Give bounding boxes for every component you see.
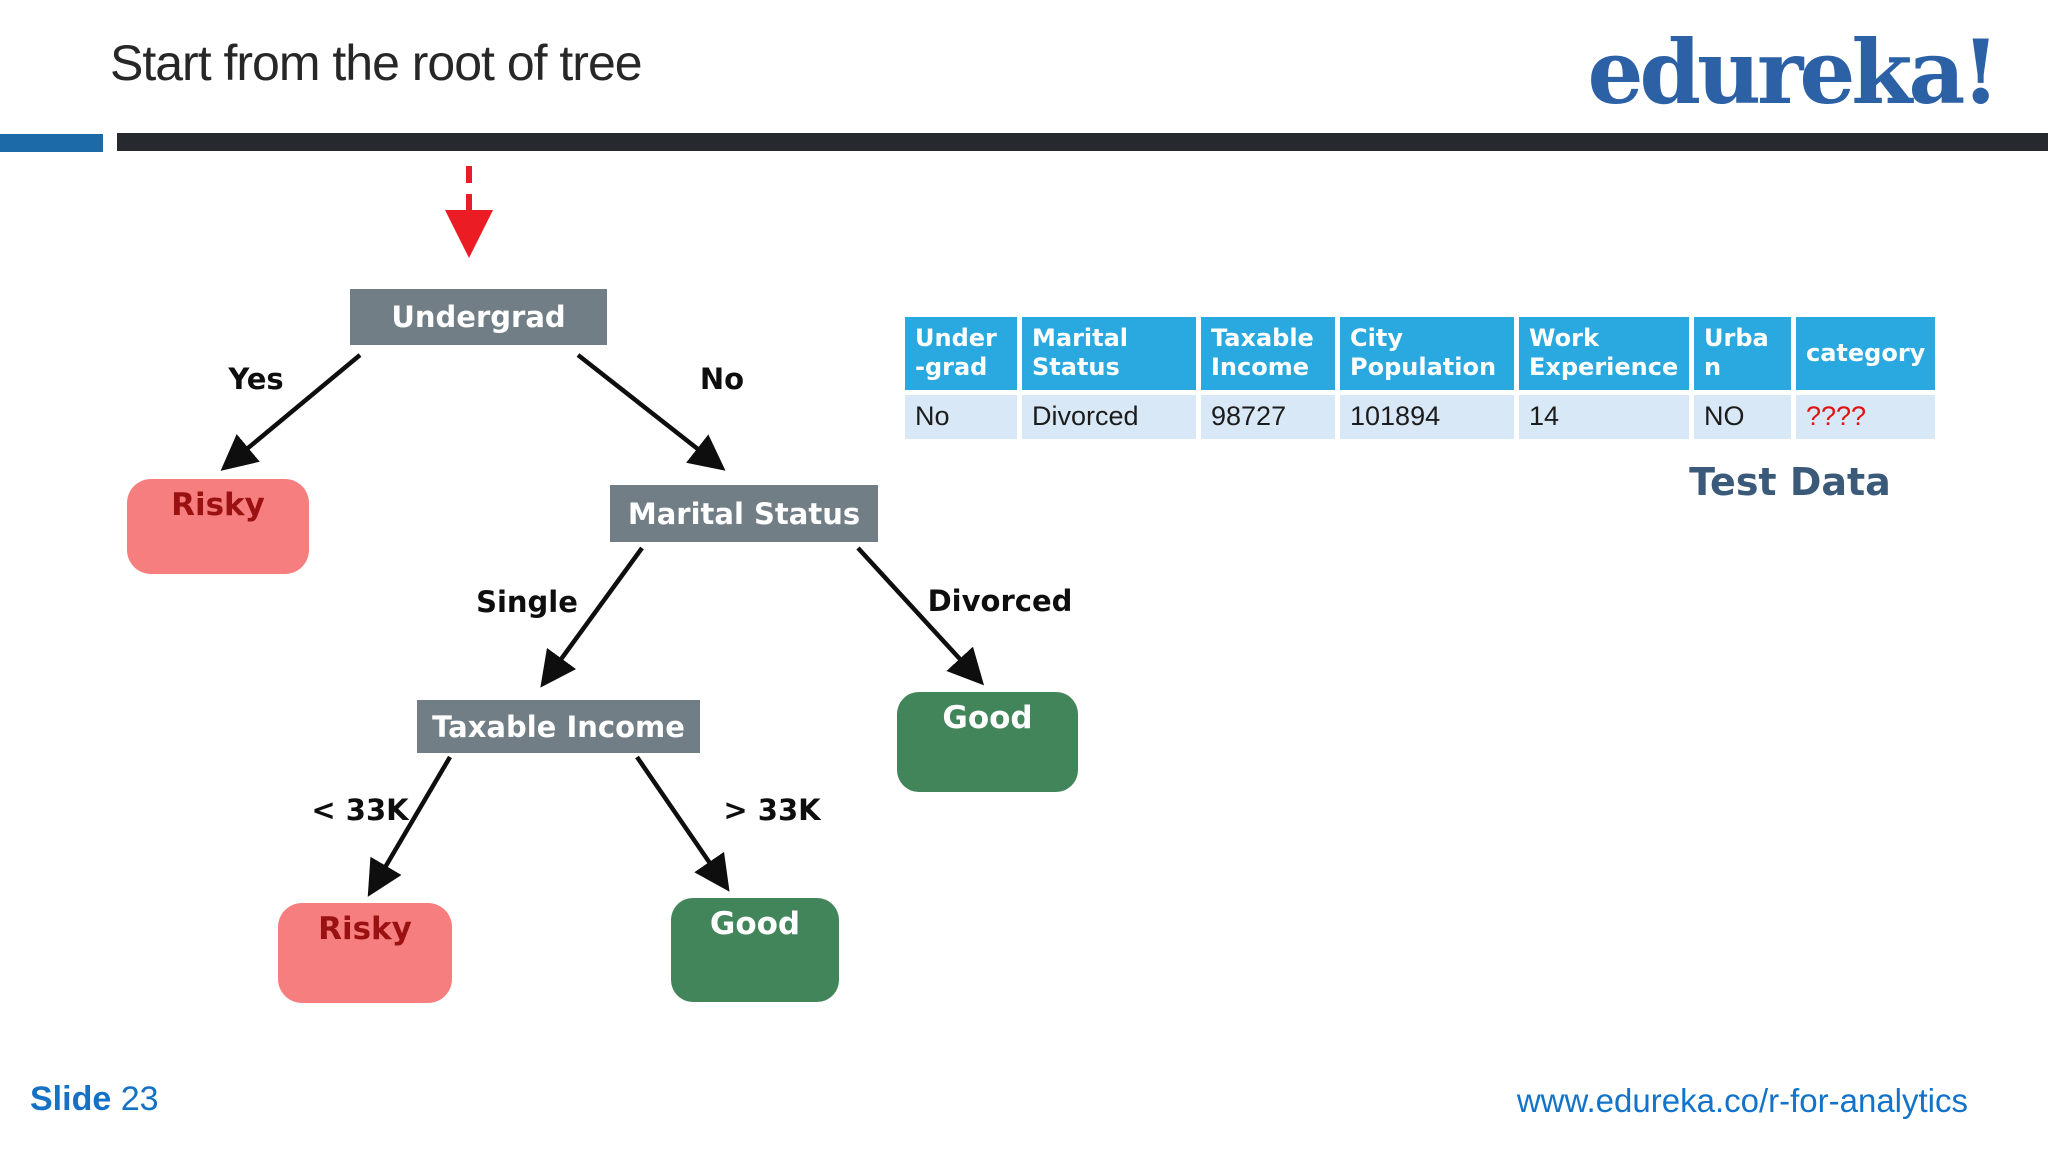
col-header-marital-status: Marital Status <box>1022 317 1196 390</box>
cell-taxable-income: 98727 <box>1201 394 1335 439</box>
table-header-row: Under -grad Marital Status Taxable Incom… <box>905 317 1936 390</box>
edge-label-single: Single <box>476 585 578 619</box>
tree-leaf-risky-undergrad: Risky <box>127 479 309 574</box>
header-divider-bar <box>117 133 2048 151</box>
tree-node-taxable-income: Taxable Income <box>417 700 700 753</box>
col-header-city-population: City Population <box>1340 317 1514 390</box>
cell-category-unknown: ???? <box>1796 394 1936 439</box>
edge-label-divorced: Divorced <box>927 584 1073 618</box>
slide-number-label: Slide <box>30 1080 112 1118</box>
cell-urban: NO <box>1694 394 1791 439</box>
edge-label-gt-33k: > 33K <box>723 793 821 827</box>
test-data-table: Under -grad Marital Status Taxable Incom… <box>900 312 1940 444</box>
tree-node-undergrad: Undergrad <box>350 289 607 345</box>
tree-leaf-good-high-income: Good <box>671 898 839 1002</box>
cell-undergrad: No <box>905 394 1017 439</box>
col-header-taxable-income: Taxable Income <box>1201 317 1335 390</box>
edge-label-lt-33k: < 33K <box>311 793 409 827</box>
tree-leaf-risky-low-income: Risky <box>278 903 452 1003</box>
course-url-link[interactable]: www.edureka.co/r-for-analytics <box>1516 1082 1968 1119</box>
test-data-caption: Test Data <box>1689 460 1891 504</box>
cell-work-experience: 14 <box>1519 394 1689 439</box>
table-row: No Divorced 98727 101894 14 NO ???? <box>905 394 1936 439</box>
edureka-logo: edureka! <box>1587 20 2000 124</box>
col-header-urban: Urba n <box>1694 317 1791 390</box>
col-header-undergrad: Under -grad <box>905 317 1017 390</box>
slide-number-value: 23 <box>120 1080 159 1118</box>
cell-marital-status: Divorced <box>1022 394 1196 439</box>
edge-label-yes: Yes <box>228 362 284 396</box>
header-accent-bar <box>0 134 103 152</box>
col-header-category: category <box>1796 317 1936 390</box>
tree-leaf-good-divorced: Good <box>897 692 1078 792</box>
edge-label-no: No <box>699 362 745 396</box>
page-title: Start from the root of tree <box>110 35 643 91</box>
cell-city-population: 101894 <box>1340 394 1514 439</box>
col-header-work-experience: Work Experience <box>1519 317 1689 390</box>
slide-number: Slide 23 <box>30 1080 159 1119</box>
tree-node-marital-status: Marital Status <box>610 485 878 542</box>
